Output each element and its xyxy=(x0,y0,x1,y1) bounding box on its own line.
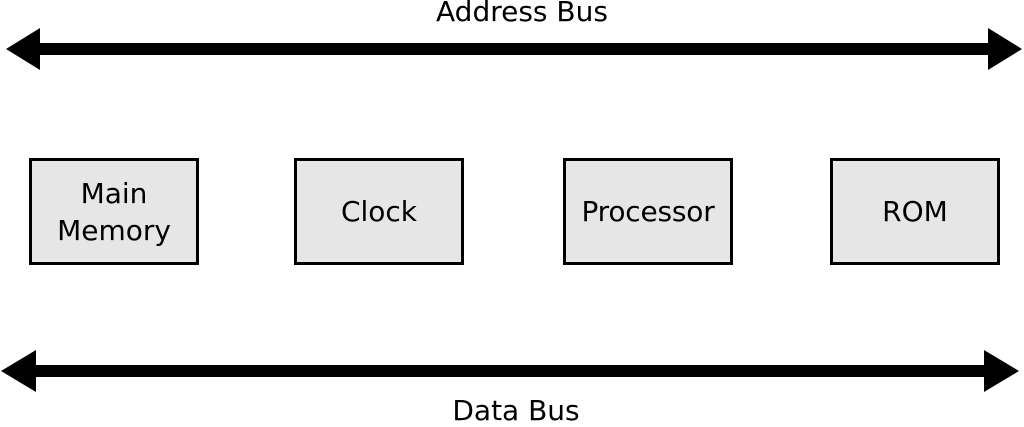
data-bus-shaft xyxy=(34,365,986,377)
clock-label: Clock xyxy=(340,195,418,228)
main-memory-box: Main Memory xyxy=(29,158,199,265)
data-bus-label: Data Bus xyxy=(452,394,580,427)
address-bus-label: Address Bus xyxy=(436,0,608,28)
main-memory-label: Main Memory xyxy=(57,176,171,247)
data-bus-left-arrowhead xyxy=(1,350,36,392)
data-bus-right-arrowhead xyxy=(984,350,1019,392)
address-bus-right-arrowhead xyxy=(988,28,1022,70)
data-bus-arrow xyxy=(1,350,1019,392)
address-bus-shaft xyxy=(38,43,990,55)
rom-box: ROM xyxy=(830,158,1000,265)
clock-box: Clock xyxy=(294,158,464,265)
address-bus-arrow xyxy=(6,28,1022,70)
processor-label: Processor xyxy=(581,195,715,228)
processor-box: Processor xyxy=(563,158,733,265)
rom-label: ROM xyxy=(882,195,948,228)
address-bus-left-arrowhead xyxy=(6,28,40,70)
